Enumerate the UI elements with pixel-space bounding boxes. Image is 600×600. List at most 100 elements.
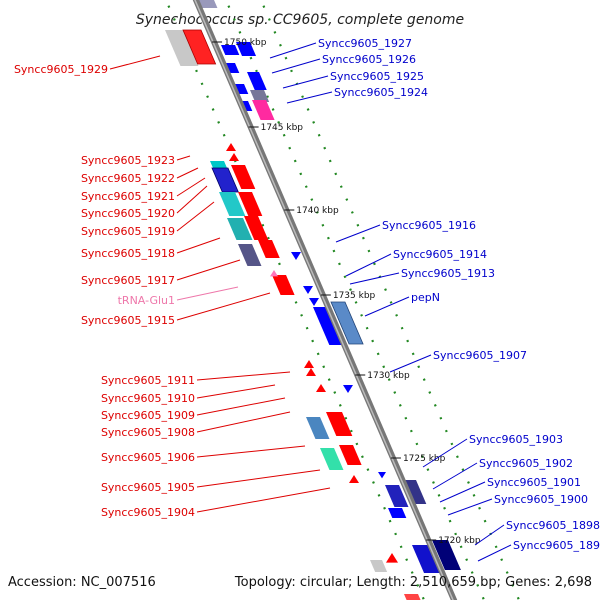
left-label-11: Syncc9605_1911: [101, 374, 195, 387]
gene-block-pepn-b: [330, 301, 364, 345]
kbp-marker-2: 1745 kbp: [261, 123, 304, 133]
right-label-8: pepN: [411, 291, 440, 304]
left-leader-11: [196, 371, 291, 381]
gene-block-blue-b: [236, 42, 257, 56]
trna-glu1-marker: [270, 270, 278, 277]
left-label-5: Syncc9605_1920: [81, 207, 175, 220]
kbp-marker-5: 1730 kbp: [367, 371, 410, 381]
right-leader-11: [432, 462, 478, 490]
gene-block-1902-a: [385, 485, 409, 507]
gene-block-grey-bottom: [370, 560, 388, 572]
gene-arrow-1909: [316, 384, 326, 392]
kbp-marker-7: 1720 kbp: [438, 536, 481, 546]
left-label-7: Syncc9605_1918: [81, 247, 175, 260]
map-title: Synechococcus sp. CC9605, complete genom…: [136, 12, 464, 28]
accession-text: Accession: NC_007516: [8, 575, 156, 590]
left-label-3: Syncc9605_1922: [81, 172, 175, 185]
right-leader-15: [477, 544, 512, 562]
gene-block-1908-b: [326, 412, 353, 436]
gene-labels: Syncc9605_1929Syncc9605_1923Syncc9605_19…: [14, 37, 600, 562]
gene-block-1906-a: [320, 448, 344, 470]
right-leader-12: [439, 481, 486, 503]
right-leader-6: [345, 253, 392, 277]
gene-block-1908-a: [306, 417, 330, 439]
left-leader-15: [196, 445, 306, 458]
gene-block-red-1921: [231, 165, 256, 189]
kbp-marker-3: 1740 kbp: [296, 206, 339, 216]
left-leader-6: [176, 201, 215, 232]
gene-block-cyan-1919: [227, 218, 253, 240]
gene-arrow-1922: [229, 153, 239, 161]
left-label-9: tRNA-Glu1: [118, 294, 175, 307]
right-leader-2: [271, 58, 321, 74]
right-label-15: Syncc9605_1897: [513, 539, 600, 552]
right-label-5: Syncc9605_1916: [382, 219, 476, 232]
right-label-2: Syncc9605_1926: [322, 53, 416, 66]
right-label-13: Syncc9605_1900: [494, 493, 588, 506]
kbp-marker-4: 1735 kbp: [333, 291, 376, 301]
left-label-8: Syncc9605_1917: [81, 274, 175, 287]
left-leader-14: [196, 411, 291, 433]
left-leader-16: [196, 469, 321, 488]
gene-block-1898: [412, 545, 441, 573]
left-leader-12: [196, 384, 276, 399]
left-label-16: Syncc9605_1905: [101, 481, 195, 494]
gene-block-slate-1918: [238, 244, 262, 266]
left-leader-2: [176, 155, 191, 161]
topology-text: Topology: circular; Length: 2,510,659 bp…: [234, 575, 592, 590]
left-leader-17: [196, 487, 331, 513]
gene-block-red-top: [182, 29, 217, 65]
gene-block-red-bottom: [404, 594, 421, 600]
kbp-marker-1: 1750 kbp: [224, 38, 267, 48]
right-leader-1: [269, 42, 317, 59]
right-leader-3: [282, 75, 329, 89]
gene-block-cyan-1920: [219, 192, 246, 216]
right-label-12: Syncc9605_1901: [487, 476, 581, 489]
left-leader-8: [176, 259, 241, 281]
right-leader-10: [422, 438, 468, 468]
gene-block-1900: [388, 508, 407, 518]
gene-block-cyan-top: [210, 161, 228, 169]
left-leader-3: [176, 167, 199, 179]
right-label-1: Syncc9605_1927: [318, 37, 412, 50]
gene-block-red-1915: [272, 275, 295, 295]
right-label-9: Syncc9605_1907: [433, 349, 527, 362]
right-leader-8: [364, 296, 410, 317]
left-label-1: Syncc9605_1929: [14, 63, 108, 76]
right-leader-7: [349, 272, 400, 285]
gene-block-1906-b: [339, 445, 362, 465]
right-label-3: Syncc9605_1925: [330, 70, 424, 83]
genome-backbone: [192, 0, 458, 600]
gene-block-grey-left: [165, 30, 199, 66]
left-label-6: Syncc9605_1919: [81, 225, 175, 238]
right-leader-13: [447, 498, 493, 516]
left-leader-1: [109, 55, 161, 70]
left-leader-5: [176, 185, 208, 214]
right-label-10: Syncc9605_1903: [469, 433, 563, 446]
left-label-12: Syncc9605_1910: [101, 392, 195, 405]
gene-arrow-bottom: [386, 553, 398, 563]
left-label-10: Syncc9605_1915: [81, 314, 175, 327]
gene-arrow-1907: [343, 385, 353, 393]
gene-block-slate-a: [250, 90, 270, 102]
gene-block-blue-a: [221, 45, 240, 55]
right-label-14: Syncc9605_1898: [506, 519, 600, 532]
right-leader-14: [474, 524, 505, 546]
left-leader-10: [176, 292, 271, 321]
left-label-2: Syncc9605_1923: [81, 154, 175, 167]
right-leader-4: [286, 91, 333, 104]
right-label-4: Syncc9605_1924: [334, 86, 428, 99]
gene-arrow-1903: [378, 472, 386, 479]
feature-tracks: 1750 kbp 1745 kbp 1740 kbp 1735 kbp 1730 kbp…: [164, 0, 521, 600]
gene-arrow-1923: [226, 143, 236, 151]
left-leader-9: [176, 286, 239, 301]
right-label-11: Syncc9605_1902: [479, 457, 573, 470]
gene-block-1897: [432, 540, 461, 570]
left-label-17: Syncc9605_1904: [101, 506, 195, 519]
right-label-7: Syncc9605_1913: [401, 267, 495, 280]
gene-block-blue-d: [247, 72, 267, 90]
gene-block-red-1919: [244, 216, 269, 240]
left-label-13: Syncc9605_1909: [101, 409, 195, 422]
gene-block-magenta: [252, 100, 275, 120]
gene-arrow-1905: [349, 475, 359, 483]
